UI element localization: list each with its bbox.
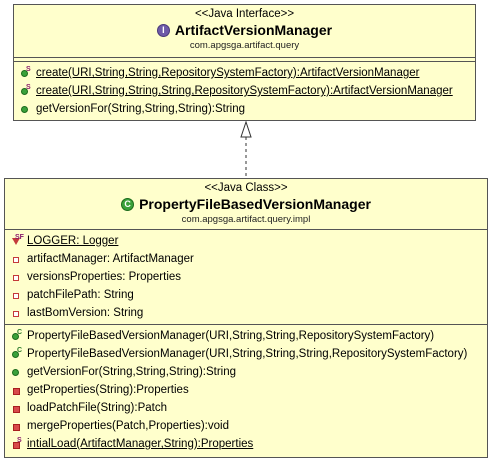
method-row[interactable]: C PropertyFileBasedVersionManager(URI,St… (11, 345, 487, 363)
method-label: getVersionFor(String,String,String):Stri… (27, 366, 237, 378)
public-static-method-icon: S (20, 84, 34, 98)
method-row[interactable]: getVersionFor(String,String,String):Stri… (11, 363, 487, 381)
method-row[interactable]: getProperties(String):Properties (11, 381, 487, 399)
method-row[interactable]: S create(URI,String,String,RepositorySys… (20, 64, 475, 82)
private-static-final-field-icon: SF (11, 234, 25, 248)
method-row[interactable]: S intialLoad(ArtifactManager,String):Pro… (11, 435, 487, 453)
field-label: versionsProperties: Properties (27, 271, 182, 283)
method-row[interactable]: C PropertyFileBasedVersionManager(URI,St… (11, 327, 487, 345)
field-row[interactable]: lastBomVersion: String (11, 304, 487, 322)
class-package: com.apgsga.artifact.query.impl (181, 214, 311, 225)
method-row[interactable]: loadPatchFile(String):Patch (11, 399, 487, 417)
class-stereotype: <<Java Class>> (204, 182, 288, 194)
interface-methods-compartment: S create(URI,String,String,RepositorySys… (14, 61, 475, 120)
field-row[interactable]: versionsProperties: Properties (11, 268, 487, 286)
private-method-icon (11, 383, 25, 397)
interface-fields-compartment (14, 57, 475, 61)
method-row[interactable]: mergeProperties(Patch,Properties):void (11, 417, 487, 435)
method-label: mergeProperties(Patch,Properties):void (27, 420, 229, 432)
interface-package: com.apgsga.artifact.query (189, 40, 300, 51)
method-label: intialLoad(ArtifactManager,String):Prope… (27, 438, 254, 450)
field-row[interactable]: artifactManager: ArtifactManager (11, 250, 487, 268)
method-row[interactable]: S create(URI,String,String,String,Reposi… (20, 82, 475, 100)
method-row[interactable]: getVersionFor(String,String,String):Stri… (20, 100, 475, 118)
interface-name: ArtifactVersionManager (174, 22, 333, 38)
field-row[interactable]: patchFilePath: String (11, 286, 487, 304)
method-label: PropertyFileBasedVersionManager(URI,Stri… (27, 330, 435, 342)
method-label: PropertyFileBasedVersionManager(URI,Stri… (27, 348, 468, 360)
class-icon: C (121, 197, 135, 211)
constructor-icon: C (11, 347, 25, 361)
public-static-method-icon: S (20, 66, 34, 80)
method-label: create(URI,String,String,RepositorySyste… (36, 67, 420, 79)
interface-stereotype: <<Java Interface>> (194, 8, 295, 20)
private-static-method-icon: S (11, 437, 25, 451)
interface-icon: I (156, 23, 170, 37)
private-field-icon (11, 252, 25, 266)
public-method-icon (11, 365, 25, 379)
class-fields-compartment: SF LOGGER: Logger artifactManager: Artif… (5, 229, 487, 324)
private-field-icon (11, 288, 25, 302)
field-row[interactable]: SF LOGGER: Logger (11, 232, 487, 250)
private-field-icon (11, 270, 25, 284)
field-label: LOGGER: Logger (27, 235, 119, 247)
private-method-icon (11, 419, 25, 433)
method-label: create(URI,String,String,String,Reposito… (36, 85, 453, 97)
class-name: PropertyFileBasedVersionManager (139, 196, 371, 212)
field-label: artifactManager: ArtifactManager (27, 253, 194, 265)
class-box[interactable]: <<Java Class>> C PropertyFileBasedVersio… (4, 178, 488, 458)
private-field-icon (11, 306, 25, 320)
private-method-icon (11, 401, 25, 415)
public-method-icon (20, 102, 34, 116)
constructor-icon: C (11, 329, 25, 343)
class-methods-compartment: C PropertyFileBasedVersionManager(URI,St… (5, 324, 487, 455)
method-label: getProperties(String):Properties (27, 384, 189, 396)
field-label: lastBomVersion: String (27, 307, 144, 319)
interface-box[interactable]: <<Java Interface>> I ArtifactVersionMana… (13, 4, 476, 121)
method-label: getVersionFor(String,String,String):Stri… (36, 103, 246, 115)
method-label: loadPatchFile(String):Patch (27, 402, 167, 414)
field-label: patchFilePath: String (27, 289, 134, 301)
